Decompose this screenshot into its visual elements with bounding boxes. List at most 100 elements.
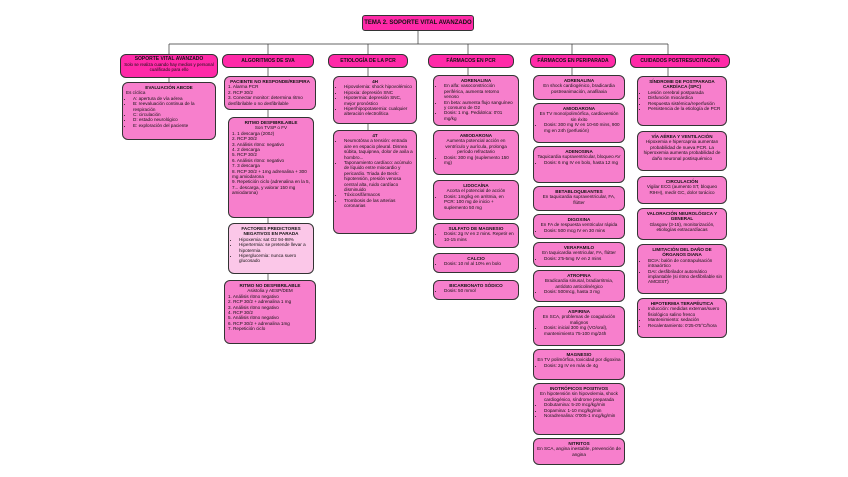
node-title: MAGNESIO [566, 352, 592, 357]
list-item: 2. RCP 30/2 [228, 89, 253, 95]
list-item: E: exploración del paciente [133, 123, 212, 128]
list-item: 4. 2 descarga [232, 147, 260, 153]
node-valoracion-neurologica: VALORACIÓN NEUROLÓGICA Y GENERAL Glasgow… [637, 208, 727, 240]
node-4t: 4T Neumotórax a tensión: entrada aire en… [333, 130, 417, 234]
list-item: 1. Alarma PCR [228, 84, 259, 90]
node-title: CIRCULACIÓN [665, 179, 699, 184]
node-title: LIDOCAÍNA [463, 183, 489, 188]
node-title: ADENOSINA [565, 149, 593, 154]
list-item: A: apertura de vía aérea [133, 96, 212, 101]
node-title: ASPIRINA [568, 309, 590, 314]
node-nitritos: NITRITOS En SCA, angina inestable, preve… [533, 438, 625, 465]
node-subtitle: Hipoxemia e hipercapnia aumentan probabi… [643, 139, 721, 161]
list-item: Dosis: 1 mg. Pediátrica: 0'01 mg/kg [444, 110, 515, 121]
node-subtitle: Aumenta potencial acción en ventrículo y… [445, 138, 507, 155]
node-subtitle: Es cíclica [126, 90, 146, 96]
node-subtitle: Son TVSP o FV [254, 125, 288, 131]
node-subtitle: En hipotensión sin hipovolemia, shock ca… [540, 391, 618, 402]
list-item: Hipoxia: depresión SNC [344, 90, 413, 95]
list-item: Respuesta sistémica/reperfusión [648, 101, 723, 106]
node-title: LIMITACIÓN DEL DAÑO DE ÓRGANOS DIANA [652, 247, 712, 258]
list-item: Recalentamiento: 0'25-0'5°C/hora [648, 323, 723, 328]
node-evaluacion-abcde: EVALUACIÓN ABCDE Es cíclica A: apertura … [122, 82, 216, 140]
node-adrenalina-pcr: ADRENALINA En alfa: vasoconstricción per… [433, 75, 519, 126]
node-subtitle: En TV polimórfica, toxicidad por digoxin… [537, 357, 621, 363]
list-item: En alfa: vasoconstricción periférica, au… [444, 83, 515, 99]
node-title: EVALUACIÓN ABCDE [145, 85, 193, 90]
node-title: RITMO DESFIBRILABLE [244, 120, 298, 125]
column-header-farmacos-pcr: FÁRMACOS EN PCR [428, 54, 514, 68]
list-item: Hipovolemia: shock hipovolémico [344, 84, 413, 89]
node-title: 4T [372, 133, 378, 138]
page-title: TEMA 2. SOPORTE VITAL AVANZADO [362, 15, 474, 31]
node-limitacion-dano: LIMITACIÓN DEL DAÑO DE ÓRGANOS DIANA BCI… [637, 244, 727, 294]
list-item: 3. Conectar monitor: determina ritmo des… [228, 95, 303, 106]
list-item: Dosis: 500 mcg IV en 30 mins [544, 228, 621, 233]
node-atropina: ATROPINA Bradicardia sinusal, bradiarrit… [533, 270, 625, 302]
node-subtitle: Acorta el potencial de acción [446, 188, 506, 194]
list-item: 3. Análisis ritmo negativo [228, 304, 279, 310]
list-item: C: circulación [133, 112, 212, 117]
list-item: 4. RCP 30/2 [228, 310, 253, 316]
node-lidocaina: LIDOCAÍNA Acorta el potencial de acción … [433, 180, 519, 220]
node-amiodarona-periparada: AMIODARONA En TV mono/polimórfica, cardi… [533, 103, 625, 143]
node-title: SULFATO DE MAGNESIO [448, 226, 504, 231]
node-title: BICARBONATO SÓDICO [449, 283, 503, 288]
node-ritmo-desfibrilable: RITMO DESFIBRILABLE Son TVSP o FV 1. 1 d… [228, 117, 314, 218]
node-subtitle: En taquicardia ventricular, FA, flútter [542, 250, 616, 256]
node-subtitle: En shock cardiogénico, bradicardia postr… [543, 83, 615, 94]
list-item: 8. RCP 30/2 + 1mg adrenalina + 300 mg am… [232, 168, 307, 180]
node-digoxina: DIGOXINA En FA de respuesta ventricular … [533, 214, 625, 239]
list-item: Dosis: 500mcg, hasta 3 mg [544, 289, 621, 294]
list-item: Hipoxemia: sat O2 94-98% [239, 237, 310, 242]
column-header-cuidados: CUIDADOS POSTRESUCITACIÓN [630, 54, 730, 68]
list-item: BCIA: balón de contrapulsación intraaórt… [648, 258, 723, 269]
list-item: Dosis: 10 ml al 10% en bolo [444, 261, 515, 266]
node-subtitle: Asistolia y AESP/DEM [247, 288, 293, 294]
node-amiodarona-pcr: AMIODARONA Aumenta potencial acción en v… [433, 130, 519, 175]
list-item: 6. Análisis ritmo: negativo [232, 157, 285, 163]
node-title: FACTORES PREDICTORES NEGATIVOS EN PARADA [241, 226, 301, 237]
node-circulacion: CIRCULACIÓN Vigilar ECG (aumento ST, blo… [637, 176, 727, 204]
list-item: 5. Análisis ritmo negativo [228, 315, 279, 321]
node-bicarbonato: BICARBONATO SÓDICO Dosis: 50 mmol [433, 280, 519, 300]
list-item: 6. RCP 30/2 + adrenalina 1mg [228, 320, 290, 326]
node-via-aerea: VÍA AÉREA Y VENTILACIÓN Hipoxemia e hipe… [637, 131, 727, 171]
node-title: SÍNDROME DE POSTPARADA CARDÍACA (SPC) [649, 79, 715, 90]
list-item: Hipertermia: se pretende llevar a hipote… [239, 242, 310, 253]
list-item: Disfunción miocárdica [648, 95, 723, 100]
node-4h: 4H Hipovolemia: shock hipovolémico Hipox… [333, 76, 417, 124]
node-calcio: CALCIO Dosis: 10 ml al 10% en bolo [433, 253, 519, 273]
list-item: Neumotórax a tensión: entrada aire en es… [344, 138, 413, 160]
node-title: ADRENALINA [563, 78, 595, 83]
list-item: Lesión cerebral postparada [648, 90, 723, 95]
column-header-label: SOPORTE VITAL AVANZADO [134, 56, 204, 62]
node-title: ADRENALINA [460, 78, 492, 83]
node-subtitle: Bradicardia sinusal, bradiarritmia, antí… [544, 278, 614, 289]
node-subtitle: Glasgow (3-15), monitorización, etiologí… [649, 221, 715, 233]
node-subtitle: En SCA, angina inestable, prevención de … [537, 446, 621, 457]
list-item: 9. Repetición ciclo (adrenalina en la 5,… [232, 179, 310, 196]
node-title: AMIODARONA [459, 133, 493, 138]
list-item: Dosis: 50 mmol [444, 288, 515, 293]
node-verapamilo: VERAPAMILO En taquicardia ventricular, F… [533, 242, 625, 267]
list-item: Trombosis de las arterias coronarias [344, 198, 413, 209]
list-item: 2. RCP 30/2 + adrenalina 1 mg [228, 299, 292, 305]
list-item: Dosis: 1mg/kg en arritmia, en PCR: 100 m… [444, 194, 515, 210]
node-title: BETABLOQUEANTES [555, 189, 603, 194]
node-title: VÍA AÉREA Y VENTILACIÓN [651, 134, 713, 139]
list-item: Hiperglucemia: nunca suero glucosado [239, 253, 310, 264]
column-header-algoritmos: ALGORITMOS DE SVA [222, 54, 314, 68]
list-item: Dosis: 6 mg IV en bolo, hasta 12 mg [544, 160, 621, 165]
node-subtitle: Vigilar ECG (aumento ST, bloqueo RIHH), … [646, 184, 718, 195]
node-subtitle: En taquicardia supraventricular, FA, flú… [542, 194, 616, 205]
node-subtitle: En TV mono/polimórfica, cardioversión si… [539, 111, 619, 122]
node-subtitle: En FA de respuesta ventricular rápida [540, 222, 618, 228]
list-item: Dosis: 2'5-5mg IV en 2 mins [544, 256, 621, 261]
node-magnesio: MAGNESIO En TV polimórfica, toxicidad po… [533, 349, 625, 380]
node-hipotermia-terapeutica: HIPOTERMIA TERAPÉUTICA Inducción: medida… [637, 298, 727, 338]
list-item: Noradrenalina: 0'005-1 mcg/kg/min [544, 413, 621, 418]
node-ritmo-no-desfibrilable: RITMO NO DESFIBRILABLE Asistolia y AESP/… [224, 280, 316, 344]
list-item: Taponamiento cardíaco: acúmulo de líquid… [344, 160, 413, 192]
